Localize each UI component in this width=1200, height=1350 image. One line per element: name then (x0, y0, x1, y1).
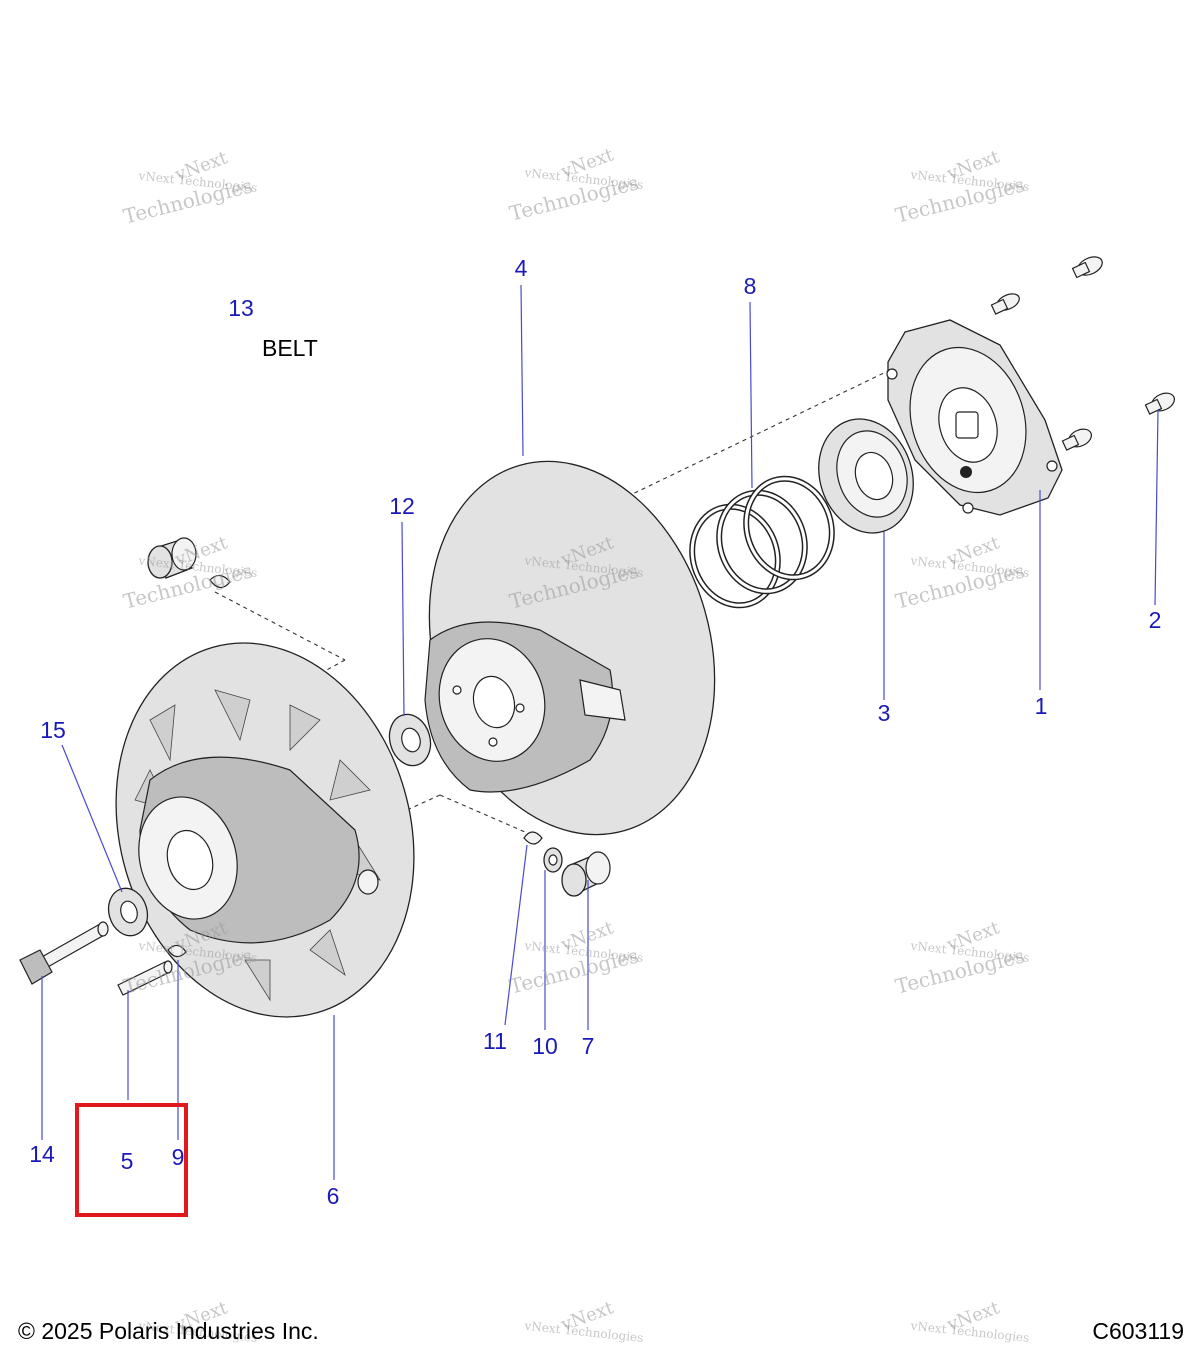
stationary-sheave-part[interactable] (73, 607, 457, 1052)
callout-2[interactable]: 2 (1149, 607, 1162, 633)
callout-15[interactable]: 15 (40, 717, 66, 743)
callout-7[interactable]: 7 (582, 1033, 595, 1059)
watermark-9: vNext vNext Technologies Technologies (893, 917, 1030, 998)
callout-6[interactable]: 6 (327, 1183, 340, 1209)
watermark-2: vNext vNext Technologies Technologies (507, 144, 644, 225)
callout-13[interactable]: 13 (228, 295, 254, 321)
washer-15-part[interactable] (103, 884, 153, 941)
spring-cup-part[interactable] (804, 407, 927, 546)
clip-9-part[interactable] (167, 944, 187, 958)
callout-9[interactable]: 9 (172, 1144, 185, 1170)
watermark-4: vNext vNext Technologies Technologies (121, 532, 258, 613)
callout-11[interactable]: 11 (483, 1028, 507, 1054)
callout-14[interactable]: 14 (29, 1141, 55, 1167)
watermark-8: vNext vNext Technologies Technologies (507, 917, 644, 998)
watermark-6: vNext vNext Technologies Technologies (893, 532, 1030, 613)
watermark-1: vNext vNext Technologies Technologies (121, 147, 258, 228)
watermark-10: vNext vNext Technologies (523, 1297, 644, 1345)
callout-8[interactable]: 8 (744, 273, 757, 299)
highlight-box (75, 1103, 188, 1217)
pin-part[interactable] (117, 960, 173, 996)
belt-label: BELT (262, 335, 318, 361)
screw-part[interactable] (990, 253, 1177, 451)
watermark-3: vNext vNext Technologies Technologies (893, 146, 1030, 227)
callout-1[interactable]: 1 (1035, 693, 1048, 719)
moveable-sheave-part[interactable] (387, 427, 757, 868)
callout-10[interactable]: 10 (532, 1033, 558, 1059)
spring-part[interactable] (680, 467, 845, 616)
roller-upper-part[interactable] (147, 537, 231, 589)
washer-part[interactable] (384, 709, 437, 770)
callout-12[interactable]: 12 (389, 493, 415, 519)
callout-4[interactable]: 4 (515, 255, 528, 281)
leader-lines (41, 284, 1159, 1180)
bolt-part[interactable] (19, 921, 109, 985)
cover-plate-part[interactable] (886, 319, 1063, 516)
callout-3[interactable]: 3 (878, 700, 891, 726)
callouts: 1 2 3 4 5 6 7 8 9 10 11 12 13 14 15 (29, 255, 1161, 1209)
roller-part[interactable] (561, 851, 611, 897)
callout-5[interactable]: 5 (121, 1148, 134, 1174)
watermark-11: vNext vNext Technologies (909, 1297, 1030, 1345)
copyright-text: © 2025 Polaris Industries Inc. (18, 1318, 319, 1344)
washer-10-part[interactable] (543, 847, 563, 873)
diagram-code: C603119 (1092, 1318, 1184, 1344)
e-clip-11-part[interactable] (523, 831, 543, 845)
